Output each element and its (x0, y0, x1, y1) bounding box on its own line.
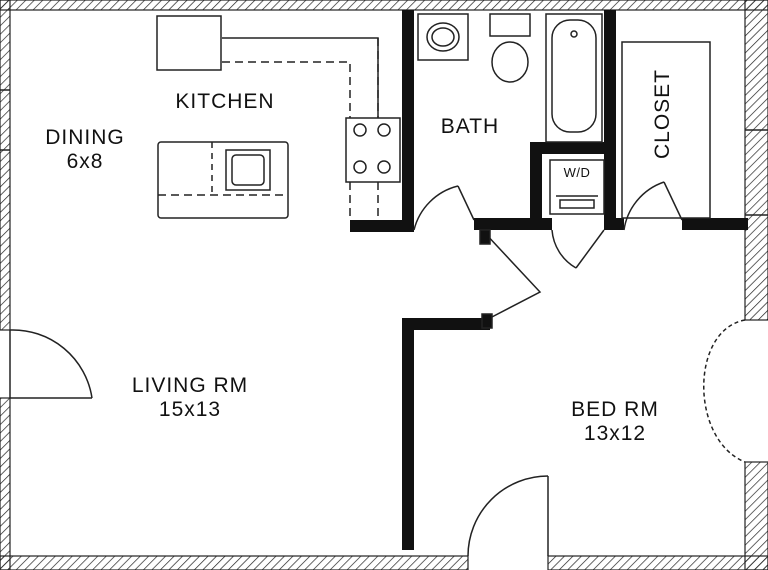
interior-walls (350, 10, 748, 550)
bedroom-label: BED RM 13x12 (545, 398, 685, 446)
dining-size: 6x8 (66, 150, 104, 174)
washer-dryer-unit (549, 159, 605, 215)
kitchen-island (157, 141, 289, 219)
living-name: LIVING RM (131, 374, 249, 397)
closet-label: CLOSET (651, 59, 679, 169)
dining-name: DINING (45, 126, 125, 149)
living-label: LIVING RM 15x13 (110, 374, 270, 422)
wd-label: W/D (550, 165, 604, 181)
closet-name: CLOSET (651, 68, 674, 160)
wd-name: W/D (563, 165, 591, 180)
bath-label: BATH (425, 115, 515, 139)
bedroom-size: 13x12 (583, 422, 647, 446)
bath-name: BATH (440, 115, 500, 138)
kitchen-label: KITCHEN (160, 90, 290, 114)
bath-fixtures (417, 13, 603, 143)
living-size: 15x13 (158, 398, 222, 422)
kitchen-counters (156, 15, 401, 220)
kitchen-name: KITCHEN (175, 90, 275, 113)
bedroom-name: BED RM (571, 398, 659, 421)
closet-shelf (621, 41, 711, 219)
door-swings (9, 181, 746, 557)
range-burners (353, 123, 391, 174)
dining-label: DINING 6x8 (30, 126, 140, 174)
